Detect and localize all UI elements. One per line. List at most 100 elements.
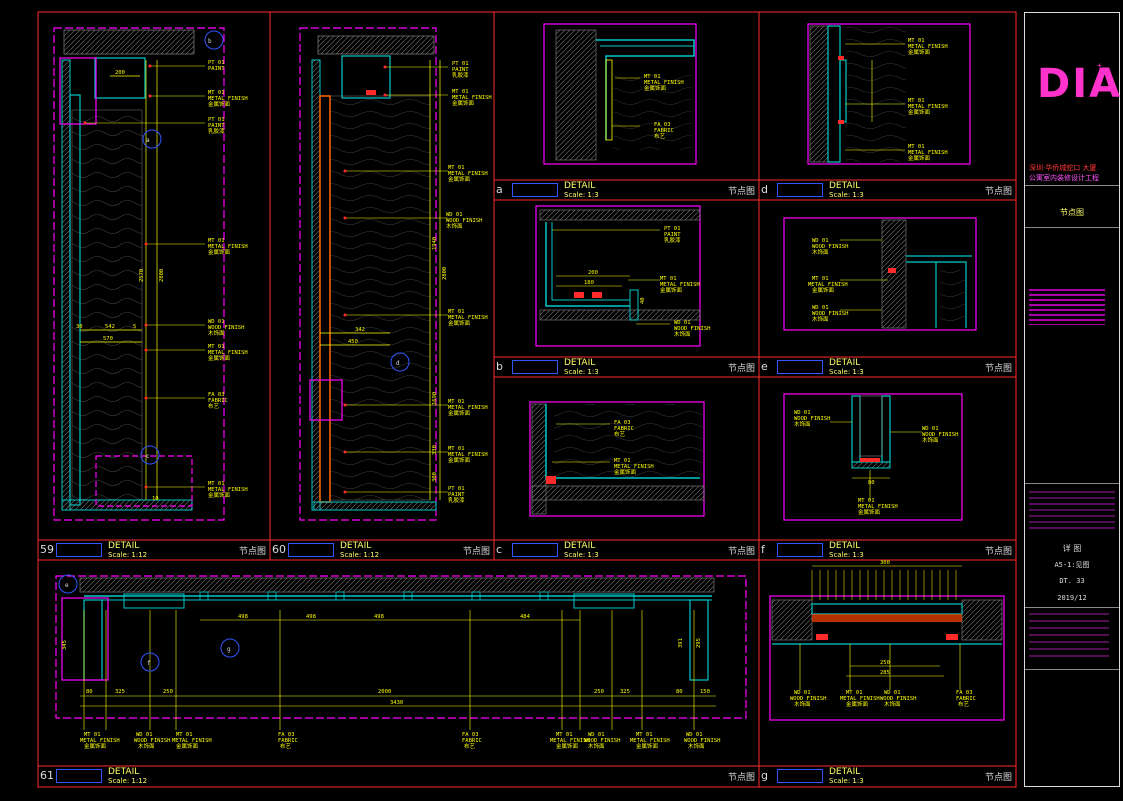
- panel-grid: [38, 12, 1016, 787]
- svg-text:MT 01: MT 01: [636, 732, 653, 738]
- panel-name-box: [777, 360, 823, 374]
- scale-value: 详 图: [1062, 544, 1082, 553]
- panel-61-drawing: [55, 574, 747, 730]
- svg-text:木饰面: 木饰面: [812, 315, 829, 323]
- svg-text:木饰面: 木饰面: [794, 700, 811, 708]
- svg-text:布艺: 布艺: [614, 430, 626, 438]
- svg-text:PAINT: PAINT: [448, 492, 465, 498]
- panel-scale: Scale: 1:3: [564, 191, 599, 199]
- svg-text:METAL FINISH: METAL FINISH: [208, 96, 248, 102]
- svg-text:300: 300: [432, 472, 438, 482]
- panel-name-box: [56, 769, 102, 783]
- svg-text:MT 01: MT 01: [846, 690, 863, 696]
- svg-text:金属饰面: 金属饰面: [208, 100, 231, 108]
- svg-text:MT 01: MT 01: [908, 98, 925, 104]
- svg-text:c: c: [146, 453, 150, 460]
- svg-text:木饰面: 木饰面: [446, 222, 463, 230]
- panel-detail-label: DETAIL: [108, 541, 140, 551]
- svg-text:2800: 2800: [159, 269, 165, 282]
- bubble-d: d: [396, 360, 400, 367]
- panel-tag: 节点图: [984, 364, 1012, 374]
- svg-text:498: 498: [306, 614, 316, 620]
- svg-text:PT 01: PT 01: [208, 117, 225, 123]
- sheet-ref: A5-1:见图: [1054, 561, 1090, 569]
- svg-text:乳胶漆: 乳胶漆: [452, 71, 469, 79]
- detail-g-drawing: [769, 565, 1005, 721]
- svg-text:30: 30: [76, 324, 83, 330]
- panel-name-box: [777, 543, 823, 557]
- svg-text:200: 200: [115, 70, 125, 76]
- svg-text:5: 5: [133, 324, 136, 330]
- svg-text:金属饰面: 金属饰面: [858, 508, 881, 516]
- svg-text:金属饰面: 金属饰面: [452, 99, 475, 107]
- svg-text:WOOD FINISH: WOOD FINISH: [812, 244, 848, 250]
- svg-text:木饰面: 木饰面: [138, 742, 155, 750]
- svg-text:METAL FINISH: METAL FINISH: [208, 350, 248, 356]
- svg-text:295: 295: [696, 638, 702, 648]
- panel-scale: Scale: 1:12: [340, 551, 380, 559]
- svg-text:80: 80: [86, 689, 93, 695]
- svg-text:a: a: [146, 137, 150, 144]
- svg-text:METAL FINISH: METAL FINISH: [644, 80, 684, 86]
- svg-text:PAINT: PAINT: [452, 67, 469, 73]
- svg-text:WD 01: WD 01: [812, 305, 829, 311]
- panel-detail-label: DETAIL: [108, 767, 140, 777]
- svg-text:MT 01: MT 01: [908, 144, 925, 150]
- svg-text:2800: 2800: [442, 267, 448, 280]
- panel-detail-label: DETAIL: [564, 181, 596, 191]
- svg-text:f: f: [147, 660, 151, 667]
- svg-text:金属饰面: 金属饰面: [812, 286, 835, 294]
- drawing-number: DT. 33: [1059, 577, 1085, 585]
- svg-text:布艺: 布艺: [208, 402, 220, 410]
- panel-tag: 节点图: [984, 547, 1012, 557]
- svg-text:FABRIC: FABRIC: [654, 128, 674, 134]
- svg-text:金属饰面: 金属饰面: [208, 248, 231, 256]
- panel-tag: 节点图: [984, 187, 1012, 197]
- svg-text:342: 342: [355, 327, 365, 333]
- svg-text:PAINT: PAINT: [208, 123, 225, 129]
- svg-text:250: 250: [594, 689, 604, 695]
- detail-d-drawing: [807, 23, 971, 165]
- panel-detail-label: DETAIL: [340, 541, 372, 551]
- svg-text:345: 345: [62, 640, 68, 650]
- svg-text:METAL FINISH: METAL FINISH: [908, 150, 948, 156]
- svg-text:300: 300: [880, 560, 890, 566]
- panel-detail-label: DETAIL: [564, 358, 596, 368]
- svg-text:金属饰面: 金属饰面: [908, 108, 931, 116]
- panel-id: 61: [40, 769, 54, 782]
- svg-text:325: 325: [620, 689, 630, 695]
- svg-text:金属饰面: 金属饰面: [84, 742, 107, 750]
- panel-name-box: [512, 183, 558, 197]
- svg-text:金属饰面: 金属饰面: [176, 742, 199, 750]
- svg-text:METAL FINISH: METAL FINISH: [208, 244, 248, 250]
- svg-text:10: 10: [152, 496, 159, 502]
- svg-text:金属饰面: 金属饰面: [644, 84, 667, 92]
- svg-text:金属饰面: 金属饰面: [846, 700, 869, 708]
- svg-text:1690: 1690: [432, 392, 438, 405]
- panel-scale: Scale: 1:12: [108, 777, 148, 785]
- panel-59-drawing: [53, 27, 225, 521]
- panel-id: 60: [272, 543, 286, 556]
- svg-text:MT 01: MT 01: [908, 38, 925, 44]
- svg-text:WOOD FINISH: WOOD FINISH: [684, 738, 720, 744]
- svg-text:PT 01: PT 01: [208, 60, 225, 66]
- svg-text:WOOD FINISH: WOOD FINISH: [134, 738, 170, 744]
- svg-text:WD 01: WD 01: [588, 732, 605, 738]
- svg-text:MT 01: MT 01: [448, 309, 465, 315]
- svg-text:FABRIC: FABRIC: [614, 426, 634, 432]
- panel-id: d: [761, 183, 768, 196]
- svg-text:METAL FINISH: METAL FINISH: [908, 104, 948, 110]
- svg-text:木饰面: 木饰面: [922, 436, 939, 444]
- panel-tag: 节点图: [727, 773, 755, 783]
- svg-text:METAL FINISH: METAL FINISH: [448, 405, 488, 411]
- svg-text:FABRIC: FABRIC: [956, 696, 976, 702]
